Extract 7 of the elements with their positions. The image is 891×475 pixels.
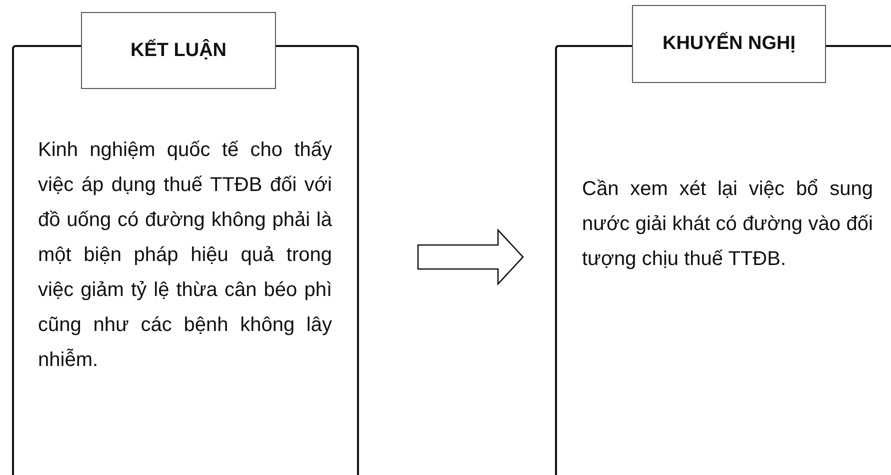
heading-text: KHUYẾN NGHỊ xyxy=(662,33,796,55)
body-text: Cần xem xét lại việc bổ sung nước giải khát có đường vào đối tượng chịu thuế TTĐB. xyxy=(582,177,873,272)
heading-text: KẾT LUẬN xyxy=(130,40,227,62)
heading-box xyxy=(81,12,276,89)
heading-box xyxy=(632,5,826,83)
body-text: Kinh nghiệm quốc tế cho thấy việc áp dụng thuế TTĐB đối với đồ uống có đường không phải là một biện pháp hiệu quả trong việc giảm tỷ lệ thừa cân béo phì cũng như các bệnh không lây nhiễm. xyxy=(38,138,332,373)
block-arrow xyxy=(417,228,524,286)
